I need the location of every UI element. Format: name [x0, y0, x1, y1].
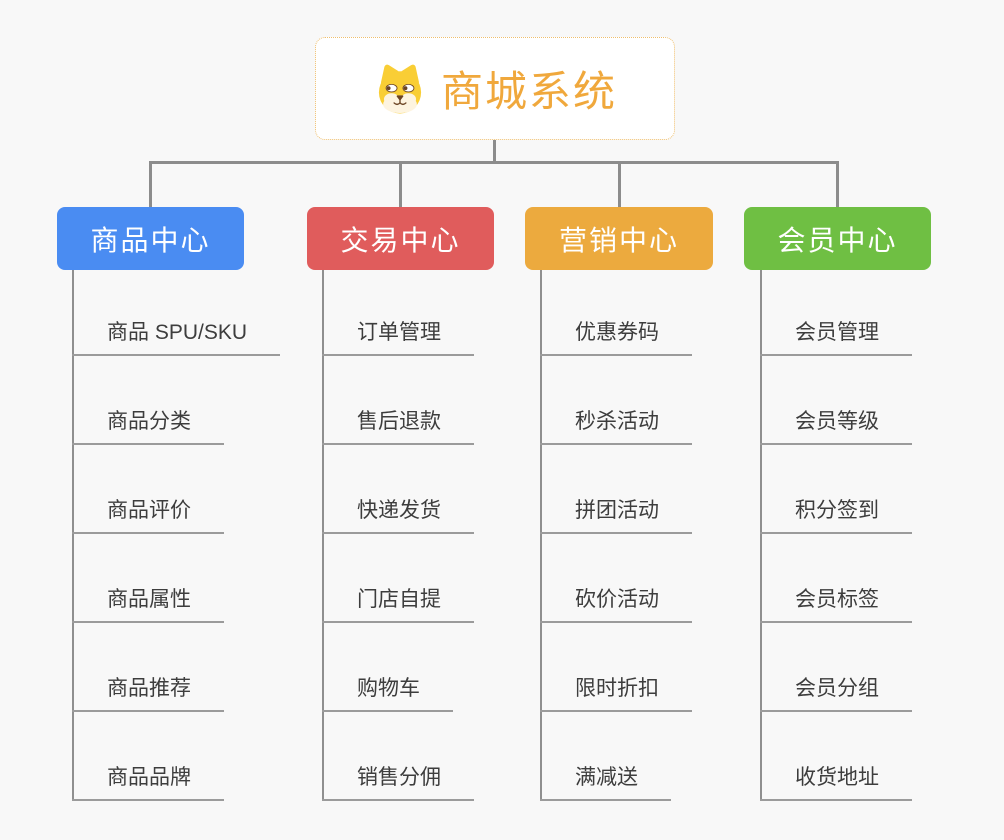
branch-trunk-line [322, 270, 324, 800]
root-node-mall-system[interactable]: 商城系统 [315, 37, 675, 140]
leaf-item[interactable]: 订单管理 [322, 319, 474, 356]
branch-node-trade-center[interactable]: 交易中心 [307, 207, 494, 270]
branch-node-member-center[interactable]: 会员中心 [744, 207, 931, 270]
branch-drop-line [149, 161, 152, 207]
branch-drop-line [618, 161, 621, 207]
leaf-item[interactable]: 商品分类 [72, 408, 224, 445]
leaf-item[interactable]: 优惠券码 [540, 319, 692, 356]
leaf-item[interactable]: 快递发货 [322, 497, 474, 534]
leaf-item[interactable]: 砍价活动 [540, 586, 692, 623]
branch-node-marketing-center[interactable]: 营销中心 [525, 207, 713, 270]
leaf-item[interactable]: 商品评价 [72, 497, 224, 534]
leaf-item[interactable]: 限时折扣 [540, 675, 692, 712]
branch-drop-line [399, 161, 402, 207]
branch-drop-line [836, 161, 839, 207]
leaf-item[interactable]: 销售分佣 [322, 764, 474, 801]
leaf-item[interactable]: 商品 SPU/SKU [72, 319, 281, 356]
leaf-item[interactable]: 售后退款 [322, 408, 474, 445]
leaf-item[interactable]: 拼团活动 [540, 497, 692, 534]
leaf-item[interactable]: 积分签到 [760, 497, 912, 534]
dog-face-icon [373, 62, 427, 116]
leaf-item[interactable]: 秒杀活动 [540, 408, 692, 445]
leaf-item[interactable]: 收货地址 [760, 764, 912, 801]
leaf-item[interactable]: 会员分组 [760, 675, 912, 712]
branch-trunk-line [540, 270, 542, 800]
leaf-item[interactable]: 会员管理 [760, 319, 912, 356]
leaf-item[interactable]: 商品推荐 [72, 675, 224, 712]
leaf-item[interactable]: 满减送 [540, 764, 671, 801]
leaf-item[interactable]: 商品属性 [72, 586, 224, 623]
branch-bus-line [149, 161, 839, 164]
root-connector-line [493, 140, 496, 163]
root-node-title: 商城系统 [440, 68, 617, 115]
branch-trunk-line [760, 270, 762, 800]
leaf-item[interactable]: 购物车 [322, 675, 453, 712]
branch-trunk-line [72, 270, 74, 800]
leaf-item[interactable]: 门店自提 [322, 586, 474, 623]
leaf-item[interactable]: 会员标签 [760, 586, 912, 623]
leaf-item[interactable]: 商品品牌 [72, 764, 224, 801]
leaf-item[interactable]: 会员等级 [760, 408, 912, 445]
branch-node-product-center[interactable]: 商品中心 [57, 207, 244, 270]
